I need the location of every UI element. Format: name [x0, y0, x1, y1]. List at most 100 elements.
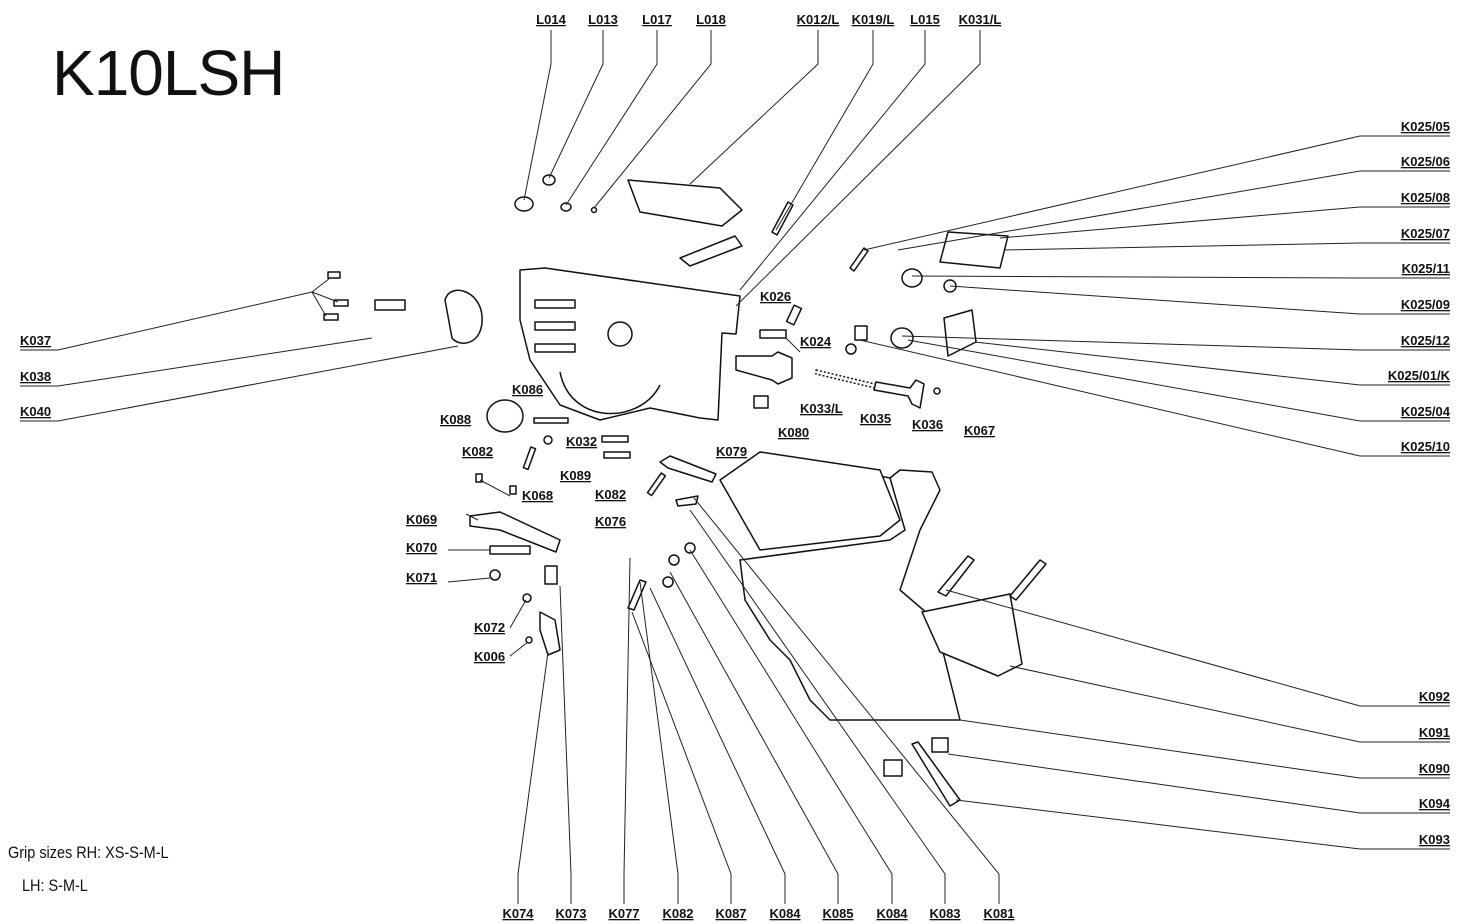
- leader-line: [693, 497, 1000, 904]
- part-shape: [539, 611, 561, 656]
- part-shape: [937, 555, 975, 597]
- part-label: K067: [964, 423, 995, 438]
- leader-line: [945, 589, 1361, 707]
- part-label: K025/05: [1401, 119, 1450, 134]
- leader-line: [311, 291, 339, 303]
- leader-line: [911, 275, 1361, 279]
- part-label: K025/09: [1401, 297, 1450, 312]
- leader-line: [649, 587, 786, 904]
- leader-line: [947, 753, 1361, 814]
- part-shape: [933, 387, 941, 395]
- part-shape: [444, 289, 483, 344]
- part-label: K084: [769, 906, 801, 921]
- part-shape: [873, 379, 925, 409]
- leader-line: [785, 337, 801, 353]
- part-shape: [533, 417, 569, 424]
- leader-line: [735, 30, 981, 307]
- part-label: K037: [20, 333, 51, 348]
- part-label: K077: [608, 906, 639, 921]
- leader-line: [559, 585, 572, 904]
- leader-line: [1003, 242, 1361, 251]
- part-label: K068: [522, 488, 553, 503]
- part-label: K025/12: [1401, 333, 1450, 348]
- leader-line: [509, 641, 529, 657]
- part-label: L015: [910, 12, 940, 27]
- part-shape: [668, 554, 680, 566]
- leader-line: [565, 30, 658, 206]
- part-label: K086: [512, 382, 543, 397]
- part-shape: [849, 247, 869, 272]
- part-shape: [921, 593, 1023, 677]
- part-shape: [534, 321, 576, 331]
- part-label: K082: [662, 906, 693, 921]
- part-label: K040: [20, 404, 51, 419]
- part-shape: [684, 542, 696, 554]
- part-shape: [542, 174, 556, 186]
- part-shape: [534, 343, 576, 353]
- part-shape: [854, 325, 868, 341]
- part-label: K006: [474, 649, 505, 664]
- part-label: K074: [502, 906, 534, 921]
- part-label: K085: [822, 906, 853, 921]
- part-label: K024: [800, 334, 832, 349]
- leader-line: [669, 571, 839, 904]
- part-shape: [374, 299, 406, 311]
- part-label: K025/01/K: [1388, 368, 1451, 383]
- part-label: K080: [778, 425, 809, 440]
- part-label: K092: [1419, 689, 1450, 704]
- leader-line: [593, 30, 712, 209]
- leader-line: [901, 335, 1361, 351]
- part-shape: [753, 395, 769, 409]
- part-label: K025/08: [1401, 190, 1450, 205]
- leader-line: [465, 513, 479, 521]
- leader-line: [523, 30, 552, 201]
- part-label: K094: [1419, 796, 1451, 811]
- part-label: K070: [406, 540, 437, 555]
- part-label: K035: [860, 411, 891, 426]
- leader-line: [20, 345, 459, 422]
- part-shape: [327, 271, 341, 279]
- grip-sizes-note: Grip sizes RH: XS-S-M-L: [8, 843, 169, 862]
- part-shape: [323, 313, 339, 321]
- part-shape: [590, 206, 598, 214]
- leader-line: [689, 30, 819, 185]
- part-label: K025/04: [1401, 404, 1451, 419]
- part-shape: [560, 202, 572, 212]
- leader-line: [689, 509, 946, 904]
- leader-line: [548, 30, 604, 179]
- part-shape: [679, 235, 743, 267]
- part-shape: [627, 179, 743, 227]
- part-shape: [601, 435, 629, 443]
- part-label: K082: [595, 487, 626, 502]
- part-shape: [739, 451, 961, 721]
- leader-line: [959, 719, 1361, 779]
- leader-line: [775, 30, 874, 231]
- leader-line: [517, 651, 549, 904]
- leader-line: [631, 611, 732, 904]
- part-shape: [522, 593, 532, 603]
- leader-line: [1009, 665, 1361, 743]
- part-label: K072: [474, 620, 505, 635]
- part-label: L013: [588, 12, 618, 27]
- leader-line: [447, 577, 491, 583]
- part-label: K083: [929, 906, 960, 921]
- leader-line: [859, 339, 1361, 457]
- part-label: K026: [760, 289, 791, 304]
- part-shape: [544, 565, 558, 585]
- part-label: K073: [555, 906, 586, 921]
- part-label: K025/10: [1401, 439, 1450, 454]
- part-shape: [719, 451, 901, 551]
- leader-line: [689, 549, 893, 904]
- part-shape: [509, 485, 517, 495]
- part-shape: [662, 576, 674, 588]
- part-shape: [514, 196, 534, 212]
- leader-line: [509, 599, 527, 629]
- leader-line: [623, 557, 631, 904]
- part-label: K079: [716, 444, 747, 459]
- part-shape: [659, 455, 717, 483]
- part-shape: [469, 511, 561, 553]
- part-shape: [607, 321, 633, 347]
- part-shape: [759, 329, 787, 339]
- leader-line: [949, 285, 1361, 315]
- part-shape: [522, 446, 537, 471]
